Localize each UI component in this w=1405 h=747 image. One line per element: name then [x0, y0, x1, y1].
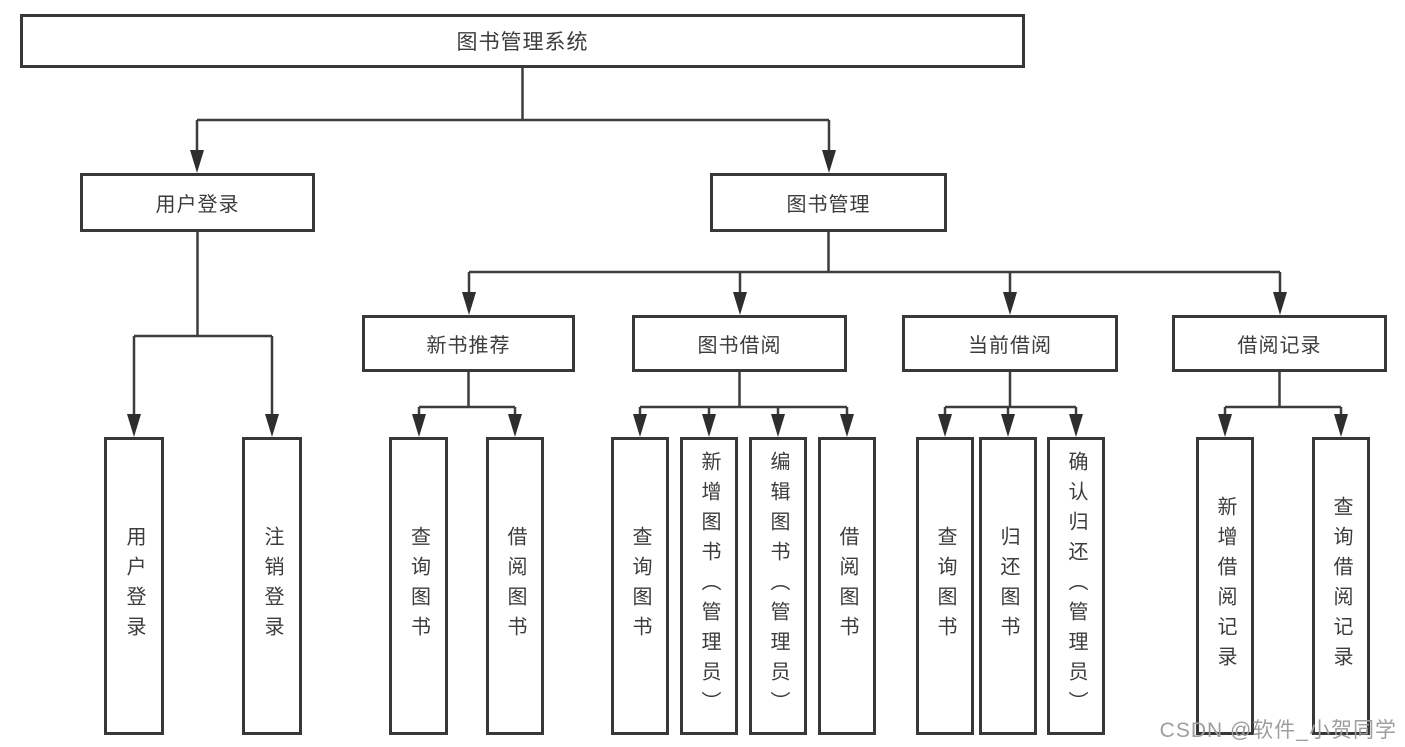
node-root-system: 图书管理系统 [20, 14, 1025, 68]
leaf-current-query-book: 查询图书 [916, 437, 974, 735]
node-borrow-record: 借阅记录 [1172, 315, 1387, 372]
leaf-newbook-query-book: 查询图书 [389, 437, 448, 735]
leaf-user-login: 用户登录 [104, 437, 164, 735]
node-book-borrow: 图书借阅 [632, 315, 847, 372]
leaf-borrow-add-book-admin: 新增图书（管理员） [680, 437, 738, 735]
csdn-watermark: CSDN @软件_小贺同学 [1159, 719, 1397, 742]
node-new-book-recommend: 新书推荐 [362, 315, 575, 372]
node-user-login: 用户登录 [80, 173, 315, 232]
leaf-borrow-edit-book-admin: 编辑图书（管理员） [749, 437, 807, 735]
leaf-newbook-borrow-book: 借阅图书 [486, 437, 544, 735]
leaf-record-add-record: 新增借阅记录 [1196, 437, 1254, 735]
leaf-record-query-record: 查询借阅记录 [1312, 437, 1370, 735]
leaf-logout: 注销登录 [242, 437, 302, 735]
leaf-current-return-book: 归还图书 [979, 437, 1037, 735]
leaf-borrow-borrow-book: 借阅图书 [818, 437, 876, 735]
leaf-borrow-query-book: 查询图书 [611, 437, 669, 735]
node-book-management: 图书管理 [710, 173, 947, 232]
node-current-borrow: 当前借阅 [902, 315, 1118, 372]
leaf-current-confirm-return-admin: 确认归还（管理员） [1047, 437, 1105, 735]
